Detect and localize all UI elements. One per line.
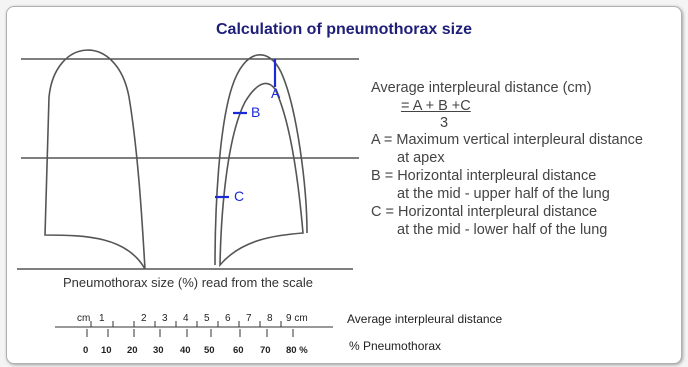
cm-tick-1: 1 — [99, 313, 105, 324]
percent-scale-ticks — [86, 329, 294, 337]
cm-tick-5: 5 — [204, 313, 210, 324]
cm-tick-4: 4 — [183, 313, 189, 324]
percent-tick-50: 50 — [204, 345, 215, 356]
percent-tick-20: 20 — [127, 345, 138, 356]
percent-tick-0: 0 — [83, 345, 89, 356]
label-a: A — [271, 85, 281, 101]
cm-tick-3: 3 — [162, 313, 168, 324]
c-definition-detail: at the mid - lower half of the lung — [397, 222, 608, 238]
right-collapsed-lung — [219, 82, 304, 268]
formula-denominator: 3 — [440, 115, 449, 131]
cm-tick-9: 9 cm — [286, 313, 308, 324]
cm-tick-2: 2 — [141, 313, 147, 324]
scale-caption: Pneumothorax size (%) read from the scal… — [63, 275, 313, 290]
a-definition: A = Maximum vertical interpleural distan… — [371, 132, 643, 148]
cm-tick-7: 7 — [246, 313, 252, 324]
b-definition-detail: at the mid - upper half of the lung — [397, 186, 610, 202]
percent-tick-70: 70 — [260, 345, 271, 356]
cm-scale-name: Average interpleural distance — [347, 312, 503, 326]
percent-tick-40: 40 — [180, 345, 191, 356]
c-definition: C = Horizontal interpleural distance — [371, 204, 598, 220]
percent-tick-30: 30 — [153, 345, 164, 356]
percent-tick-10: 10 — [101, 345, 112, 356]
diagram-card: Calculation of pneumothorax size A B C — [6, 6, 682, 364]
explanation-block: Average interpleural distance (cm) = A +… — [371, 79, 643, 239]
percent-scale-name: % Pneumothorax — [349, 339, 442, 353]
percent-tick-60: 60 — [233, 345, 244, 356]
a-definition-detail: at apex — [397, 150, 445, 166]
label-c: C — [234, 188, 245, 204]
formula-numerator: = A + B +C — [401, 98, 471, 114]
label-b: B — [251, 104, 261, 120]
cm-unit-label: cm — [77, 313, 91, 324]
b-definition: B = Horizontal interpleural distance — [371, 168, 597, 184]
explanation-heading: Average interpleural distance (cm) — [371, 80, 592, 96]
cm-tick-8: 8 — [267, 313, 273, 324]
percent-tick-80: 80 % — [286, 345, 308, 356]
right-chest-wall — [214, 54, 308, 266]
lung-diagram — [17, 49, 359, 337]
cm-tick-6: 6 — [225, 313, 231, 324]
cm-scale-ticks — [90, 321, 282, 327]
left-lung-outline — [44, 49, 146, 270]
diagram-title: Calculation of pneumothorax size — [215, 21, 473, 38]
